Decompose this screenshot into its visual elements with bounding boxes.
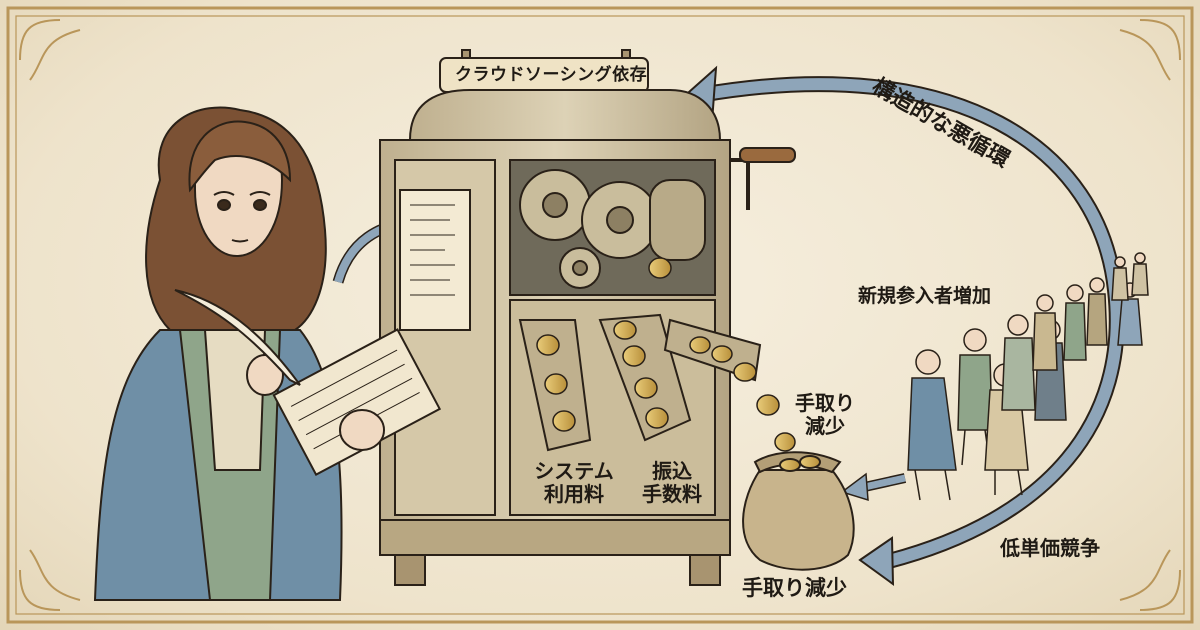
competition-label: 低単価競争 [1000,536,1100,560]
crowd-figures [907,252,1149,501]
person [957,328,993,466]
coin-drop-label: 手取り 減少 [795,391,855,438]
coins [536,257,796,452]
newcomers-label: 新規参入者増加 [858,285,992,307]
ornate-border [6,6,1194,624]
woman-figure [93,106,442,601]
slot-left-label: システム 利用料 [534,459,614,506]
bag-label: 手取り減少 [742,576,847,600]
to-bag-arrow [840,472,907,502]
person [1001,314,1036,411]
person [1131,252,1149,296]
person [1063,284,1087,361]
machine-sign-label: クラウドソーシング依存 [455,65,648,85]
person [1086,277,1108,346]
person [1111,256,1129,301]
slot-right-label: 振込 手数料 [642,459,702,506]
person [907,349,957,501]
person [1032,294,1058,371]
gears [519,169,706,289]
money-bag [742,451,855,571]
